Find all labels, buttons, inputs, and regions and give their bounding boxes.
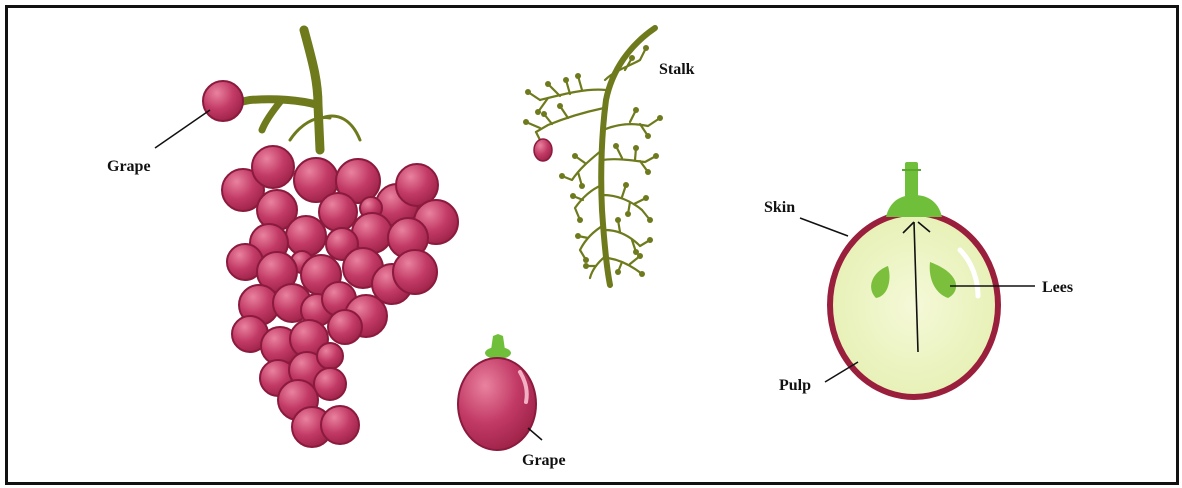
small-grape-on-stalk — [534, 139, 552, 161]
grape-bunch — [203, 81, 458, 447]
label-stalk: Stalk — [659, 61, 695, 78]
label-grape-top: Grape — [107, 158, 151, 175]
bunch-stem — [240, 30, 360, 150]
bare-stalk — [523, 28, 663, 285]
detached-grape — [203, 81, 243, 121]
label-skin: Skin — [764, 199, 795, 216]
label-grape-bottom: Grape — [522, 452, 566, 469]
grape-cross-section — [830, 162, 998, 397]
single-grape — [458, 334, 536, 450]
label-lees: Lees — [1042, 279, 1073, 296]
label-pulp: Pulp — [779, 377, 811, 394]
